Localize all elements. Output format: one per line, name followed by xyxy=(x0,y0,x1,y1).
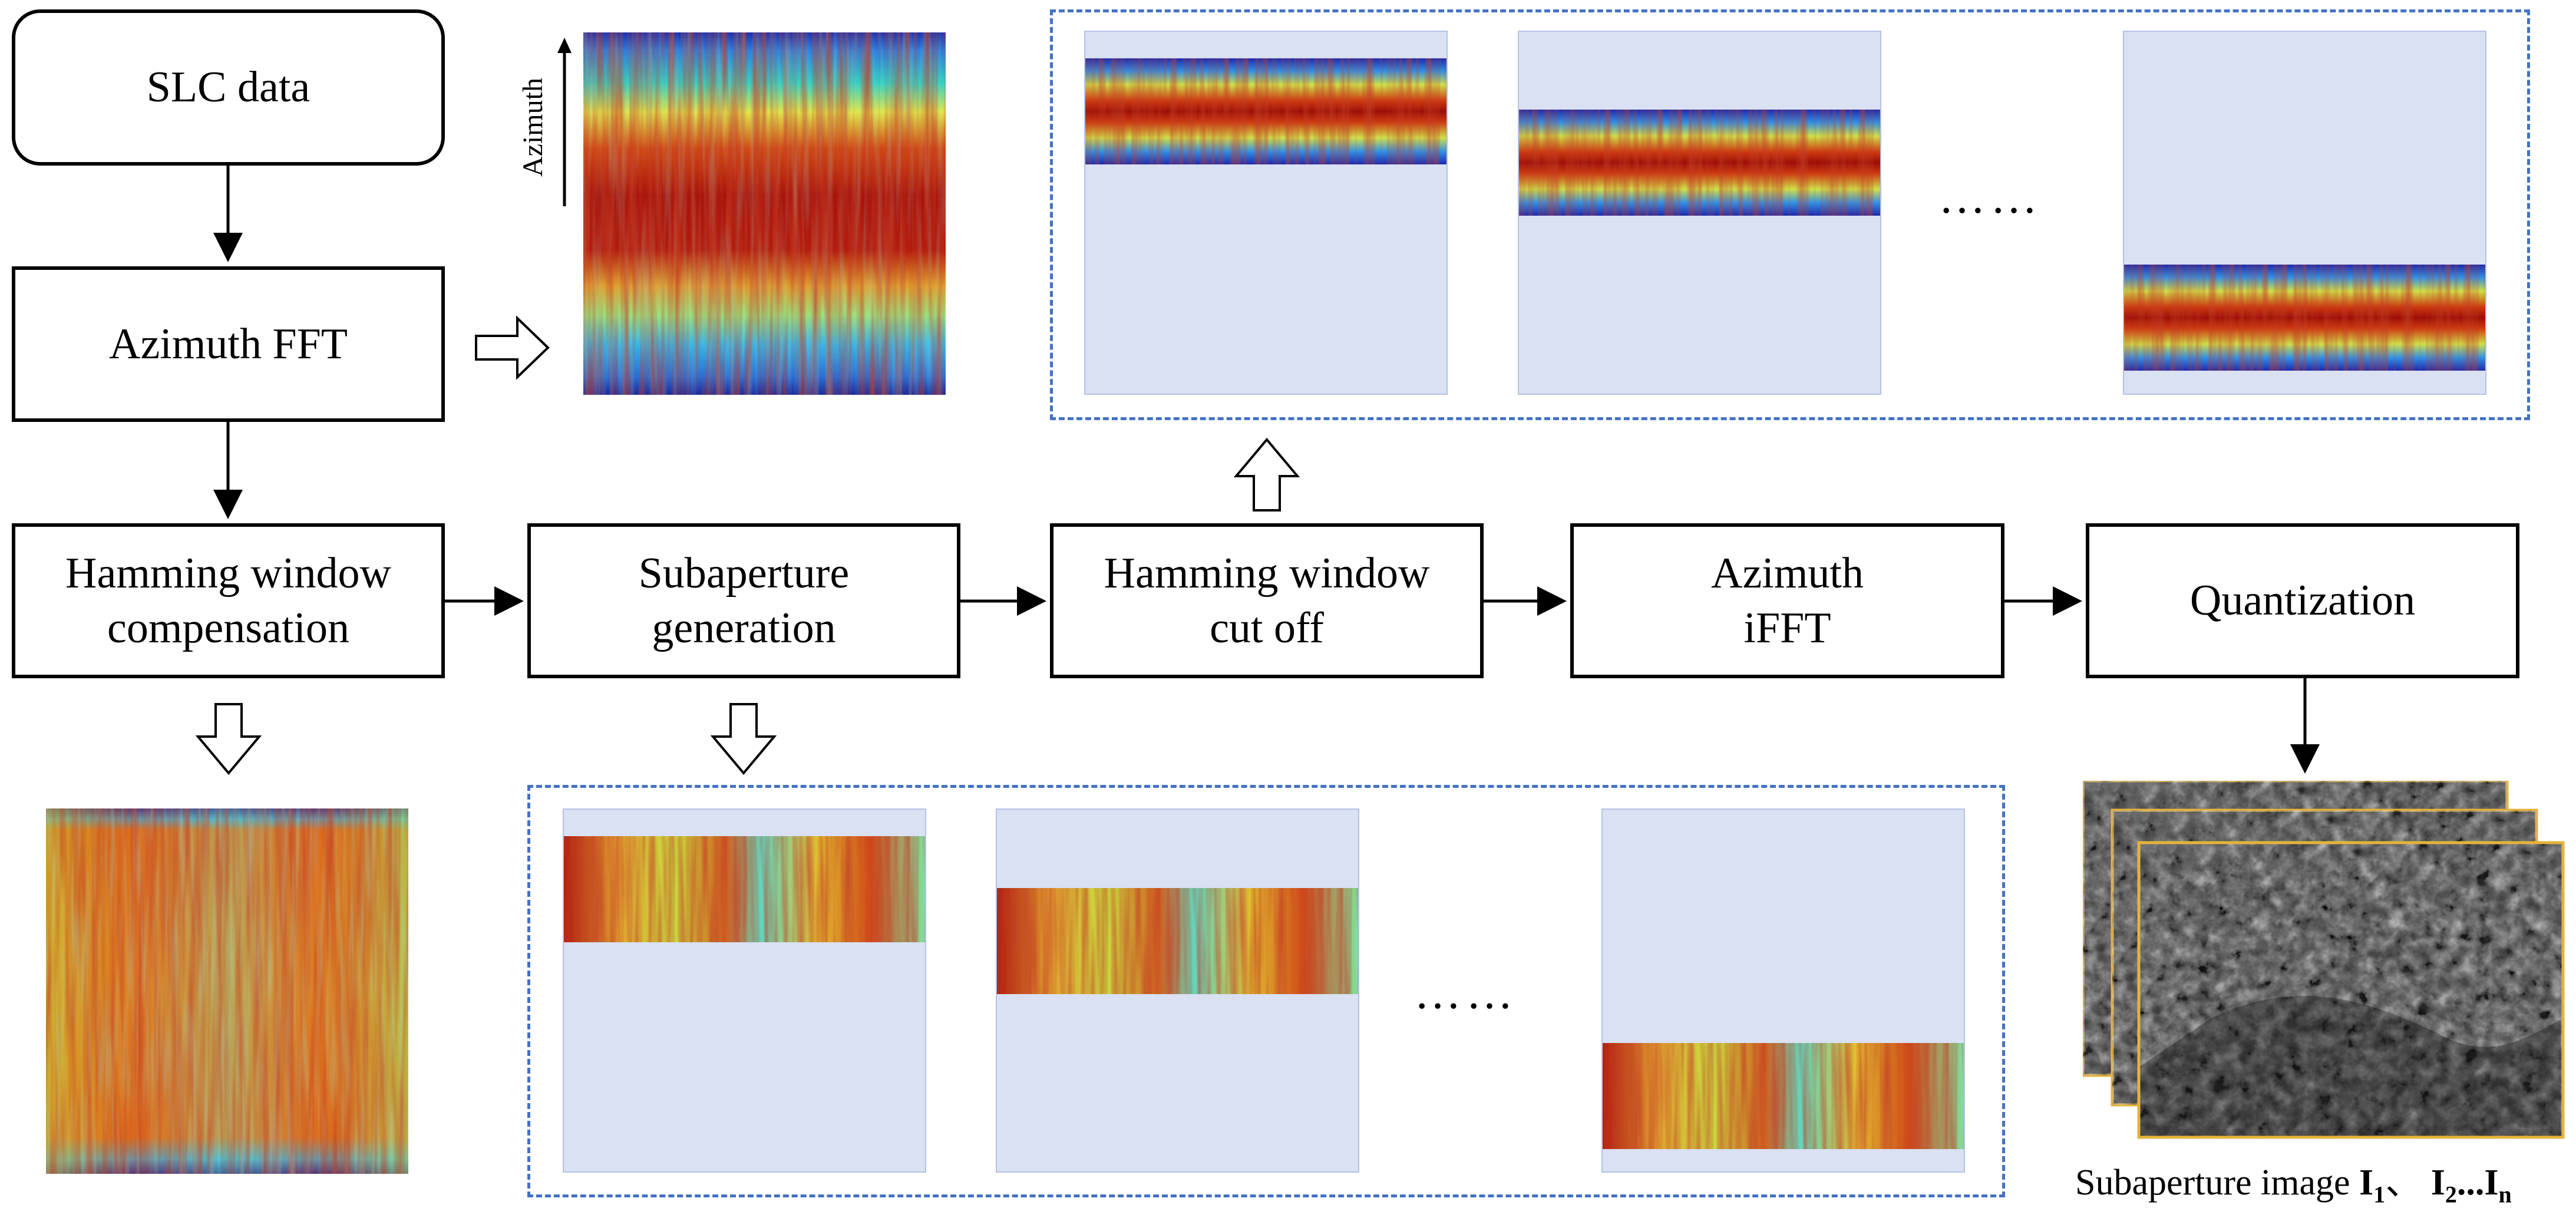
node-hamming-cut-line2: cut off xyxy=(1210,603,1324,652)
caption-sub2: 2 xyxy=(2445,1181,2457,1208)
caption-i1: I xyxy=(2359,1163,2374,1203)
caption-dots: ... xyxy=(2456,1163,2485,1203)
azimuth-axis-label: Azimuth xyxy=(517,78,549,177)
node-azimuth-fft[interactable]: Azimuth FFT xyxy=(12,266,445,422)
cutoff-panel-n xyxy=(2123,31,2486,395)
cutoff-panel-1 xyxy=(1084,31,1448,395)
node-quantization-label: Quantization xyxy=(2189,576,2416,625)
node-hamming-window-cut-off[interactable]: Hamming window cut off xyxy=(1050,523,1484,678)
subaperture-image-caption: Subaperture image I1、 I2...In xyxy=(2075,1152,2512,1208)
hollow-arrow-icon xyxy=(1233,437,1300,511)
subaperture-panel-n xyxy=(1601,808,1965,1173)
node-azimuth-ifft-line2: iFFT xyxy=(1743,603,1831,652)
caption-in: I xyxy=(2484,1163,2499,1203)
node-hamming-comp-line1: Hamming window xyxy=(65,549,391,598)
caption-prefix: Subaperture image xyxy=(2075,1163,2360,1203)
node-quantization[interactable]: Quantization xyxy=(2086,523,2519,678)
subaperture-image-stack xyxy=(2083,781,2565,1139)
cutoff-panel-2 xyxy=(1518,31,1881,395)
node-azimuth-fft-label: Azimuth FFT xyxy=(109,319,348,368)
ellipsis-bottom: …… xyxy=(1414,967,1518,1019)
hollow-arrow-icon xyxy=(475,315,550,380)
subaperture-panel-group xyxy=(527,785,2005,1197)
caption-sub1: 1 xyxy=(2373,1181,2386,1208)
compensated-spectrum-plot xyxy=(46,808,408,1174)
cutoff-panel-group xyxy=(1050,9,2530,420)
subaperture-panel-2 xyxy=(996,808,1359,1173)
node-azimuth-ifft-line1: Azimuth xyxy=(1711,549,1864,598)
node-hamming-comp-line2: compensation xyxy=(107,603,349,652)
node-azimuth-ifft[interactable]: Azimuth iFFT xyxy=(1570,523,2004,678)
node-subaperture-generation[interactable]: Subaperture generation xyxy=(527,523,960,678)
node-slc-data-label: SLC data xyxy=(146,63,311,112)
caption-subn: n xyxy=(2498,1181,2512,1208)
subaperture-panel-1 xyxy=(563,808,926,1173)
node-slc-data[interactable]: SLC data xyxy=(12,9,445,166)
hollow-arrow-icon xyxy=(710,703,777,775)
node-hamming-window-compensation[interactable]: Hamming window compensation xyxy=(12,523,445,678)
node-subaperture-gen-line2: generation xyxy=(652,603,836,652)
azimuth-spectrum-plot: Azimuth xyxy=(517,32,946,395)
node-subaperture-gen-line1: Subaperture xyxy=(638,549,850,598)
caption-sep: 、 xyxy=(2385,1163,2431,1203)
node-hamming-cut-line1: Hamming window xyxy=(1104,549,1430,598)
caption-i2: I xyxy=(2430,1163,2445,1203)
ellipsis-top: …… xyxy=(1938,171,2042,223)
hollow-arrow-icon xyxy=(195,703,262,775)
